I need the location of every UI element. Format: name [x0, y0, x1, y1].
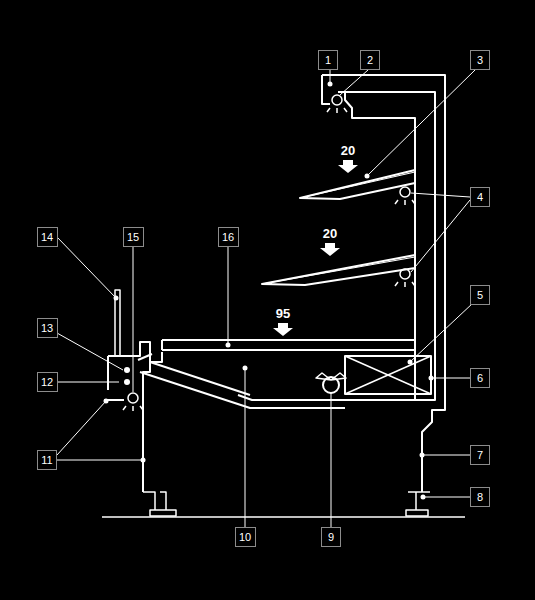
callout-number: 9	[328, 532, 334, 543]
callout-box: 13	[37, 318, 58, 338]
callout-box: 16	[218, 227, 239, 247]
callout-box: 10	[235, 527, 256, 547]
callout-box: 14	[37, 227, 58, 247]
callout-box: 5	[470, 285, 490, 305]
callout-box: 4	[470, 187, 490, 207]
callout-number: 12	[41, 377, 53, 388]
callout-box: 1	[318, 50, 338, 70]
callout-box: 2	[360, 50, 380, 70]
callout-number: 7	[477, 450, 483, 461]
callout-box: 8	[470, 487, 490, 507]
callout-number: 16	[222, 232, 234, 243]
callout-number: 4	[477, 192, 483, 203]
callout-box: 6	[470, 368, 490, 388]
callout-number: 10	[239, 532, 251, 543]
callout-box: 3	[470, 50, 490, 70]
callout-number: 5	[477, 290, 483, 301]
callout-number: 6	[477, 373, 483, 384]
callout-number: 15	[127, 232, 139, 243]
callout-number: 3	[477, 55, 483, 66]
callout-number: 13	[41, 323, 53, 334]
callout-number: 11	[41, 455, 52, 466]
callout-number: 14	[41, 232, 53, 243]
callout-box: 9	[321, 527, 341, 547]
load-value: 20	[341, 144, 355, 157]
callout-box: 7	[470, 445, 490, 465]
callout-box: 12	[37, 372, 58, 392]
load-value: 95	[276, 307, 290, 320]
callout-box: 15	[123, 227, 144, 247]
callout-box: 11	[37, 450, 57, 470]
load-value: 20	[323, 227, 337, 240]
callout-number: 8	[477, 492, 483, 503]
callout-number: 1	[325, 55, 331, 66]
callout-number: 2	[367, 55, 373, 66]
